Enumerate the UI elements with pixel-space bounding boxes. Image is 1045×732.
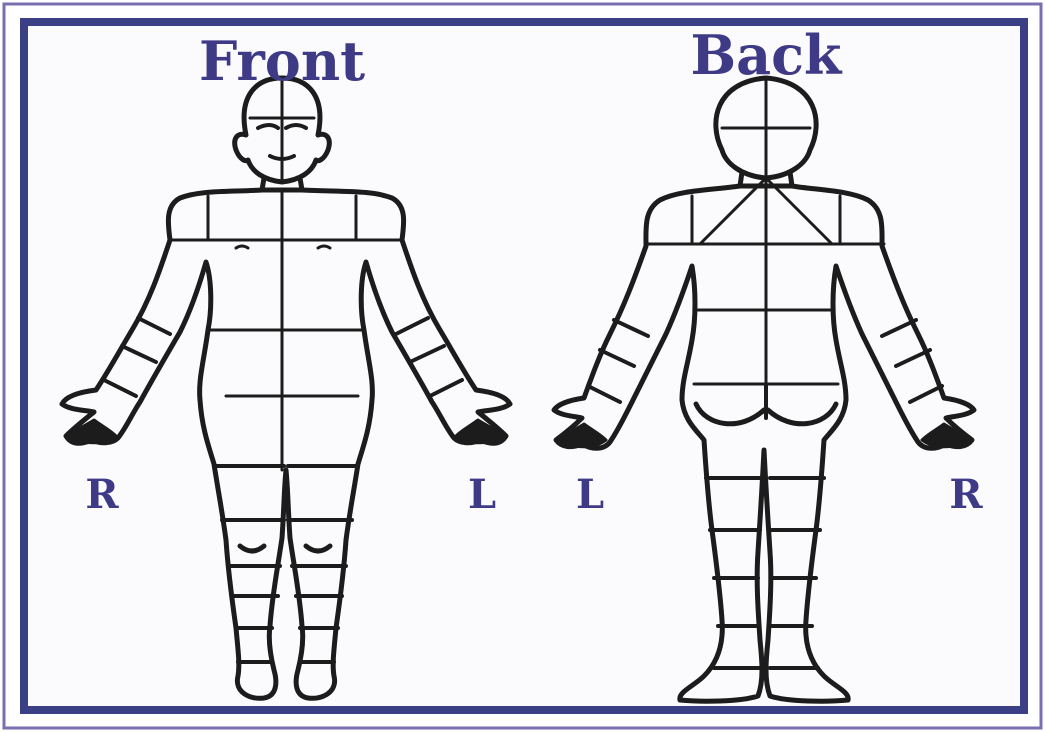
front-title: Front <box>199 29 365 93</box>
front-left-side-label: R <box>85 471 119 518</box>
back-title: Back <box>691 23 844 87</box>
diagram-frame <box>24 22 1024 710</box>
front-right-side-label: L <box>468 471 496 518</box>
back-left-side-label: L <box>576 471 604 518</box>
back-right-side-label: R <box>949 471 983 518</box>
